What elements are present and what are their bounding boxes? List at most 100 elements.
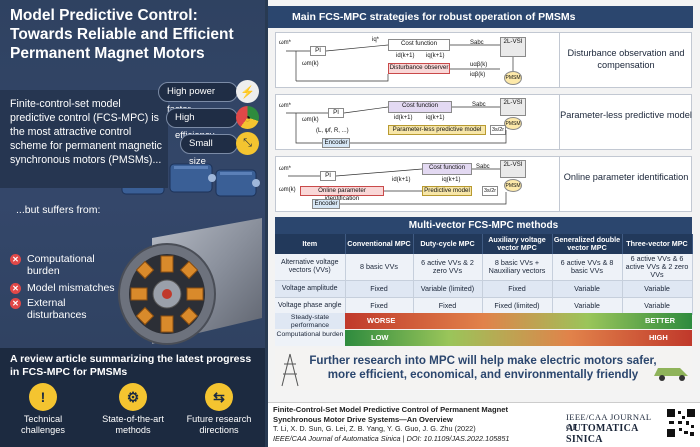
citation-authors: T. Li, X. D. Sun, G. Lei, Z. B. Yang, Y.… xyxy=(273,424,476,433)
pmsm-block: PMSM xyxy=(504,71,522,85)
signal-s: Sabc xyxy=(470,40,484,46)
encoder-block: Encoder xyxy=(322,138,350,148)
disturbance-observer-block: Disturbance observer xyxy=(388,63,450,74)
table-cell: Fixed (limited) xyxy=(482,297,553,315)
signal-i1: id(k+1) xyxy=(392,177,411,183)
table-cell: 6 active VVs & 6 active VVs & 2 zero VVs xyxy=(622,254,693,281)
cross-icon: ✕ xyxy=(10,283,21,294)
strategy-label-3: Online parameter identification xyxy=(563,172,689,182)
poster-title: Model Predictive Control: Towards Reliab… xyxy=(10,7,234,62)
table-row: Alternative voltage vectors (VVs) 8 basi… xyxy=(275,254,693,281)
signal-i1: id(k+1) xyxy=(394,115,413,121)
strategy-label-2: Parameter-less predictive model xyxy=(560,110,692,120)
burden-label: Computational burden xyxy=(275,330,345,346)
review-item-challenges: !Technical challenges xyxy=(4,383,82,436)
signal-iq: iq* xyxy=(372,37,380,43)
signal-fb: ωm(k) xyxy=(302,117,319,123)
benefit-power-factor: High power factor xyxy=(158,82,238,115)
strategy-row-1: Cost function Disturbance observer PI 2L… xyxy=(275,32,692,88)
table-cell: Alternative voltage vectors (VVs) xyxy=(275,254,346,281)
pi-block: PI xyxy=(320,171,336,181)
cost-function-block: Cost function xyxy=(388,39,450,51)
efficiency-gauge-icon: ◔ xyxy=(236,106,259,129)
pmsm-block: PMSM xyxy=(504,117,522,130)
future-banner xyxy=(275,348,692,390)
perf-label: Steady-state performance xyxy=(275,313,345,329)
table-cell: Variable xyxy=(622,297,693,315)
signal-i2: iq(k+1) xyxy=(426,53,445,59)
cross-icon: ✕ xyxy=(10,254,21,265)
review-item-methods: ⚙State-of-the-art methods xyxy=(94,383,172,436)
signal-i2: iq(k+1) xyxy=(442,177,461,183)
table-row: Voltage amplitude Fixed Variable (limite… xyxy=(275,280,693,298)
inverter-block: 2L-VSI xyxy=(500,160,526,178)
table-cell: Variable (limited) xyxy=(413,280,483,298)
perf-better-label: BETTER xyxy=(645,316,675,325)
table-cell: 8 basic VVs + Nauxiliary vectors xyxy=(482,254,553,281)
multi-vector-table: Item Conventional MPC Duty-cycle MPC Aux… xyxy=(275,234,693,315)
table-cell: Variable xyxy=(622,280,693,298)
cost-function-block: Cost function xyxy=(388,101,452,113)
table-cell: Voltage phase angle xyxy=(275,297,346,315)
citation-bar xyxy=(268,402,700,447)
intro-box: Finite-control-set model predictive cont… xyxy=(0,90,168,188)
signal-ref: ωm* xyxy=(279,166,292,172)
benefit-small-size: Small size xyxy=(180,134,238,167)
predictive-model-block: Predictive model xyxy=(422,186,472,196)
table-cell: 8 basic VVs xyxy=(345,254,414,281)
motor-cutaway-illustration xyxy=(118,218,262,345)
row-divider xyxy=(559,33,560,87)
strategy-row-3: Cost function Predictive model Online pa… xyxy=(275,156,692,212)
strategy-row-2: Cost function Parameter-less predictive … xyxy=(275,94,692,150)
online-identification-block: Online parameter identification xyxy=(300,186,384,202)
signal-fb: ωm(k) xyxy=(302,61,319,67)
electric-car-icon xyxy=(654,368,688,381)
signal-i1: id(k+1) xyxy=(396,53,415,59)
burden-low-label: LOW xyxy=(371,333,389,342)
strategies-heading: Main FCS-MPC strategies for robust opera… xyxy=(268,6,693,28)
table-cell: Fixed xyxy=(413,297,483,315)
column-header: Three-vector MPC xyxy=(622,234,693,254)
table-cell: Voltage amplitude xyxy=(275,280,346,298)
cross-icon: ✕ xyxy=(10,298,21,309)
issue-computational-burden: ✕Computational burden xyxy=(10,253,130,277)
signal-u: uαβ(k) xyxy=(470,62,488,68)
intro-text: Finite-control-set model predictive cont… xyxy=(10,98,162,166)
column-header: Duty-cycle MPC xyxy=(413,234,483,254)
pi-block: PI xyxy=(310,46,326,56)
signal-i3: iαβ(k) xyxy=(470,72,486,78)
table-cell: Variable xyxy=(552,280,623,298)
qr-code-icon[interactable] xyxy=(666,408,696,438)
multi-vector-heading: Multi-vector FCS-MPC methods xyxy=(275,217,692,234)
signal-s: Sabc xyxy=(472,102,486,108)
table-header-row: Item Conventional MPC Duty-cycle MPC Aux… xyxy=(275,234,693,254)
transform-block: 3s/2r xyxy=(482,186,498,196)
pi-block: PI xyxy=(328,108,344,118)
signal-s: Sabc xyxy=(476,164,490,170)
signal-ref: ωm* xyxy=(279,40,292,46)
table-cell: Fixed xyxy=(345,280,414,298)
inverter-block: 2L-VSI xyxy=(500,37,526,57)
transform-block: 3s/2r xyxy=(490,125,506,135)
issue-external-disturbances: ✕External disturbances xyxy=(10,297,110,321)
table-cell: 6 active VVs & 8 basic VVs xyxy=(552,254,623,281)
power-tower-icon xyxy=(281,353,299,387)
inverter-block: 2L-VSI xyxy=(500,98,526,116)
journal-brand-line1: IEEE/CAA JOURNAL OF xyxy=(566,412,652,432)
cost-function-block: Cost function xyxy=(422,163,472,175)
column-header: Auxiliary voltage vector MPC xyxy=(482,234,553,254)
citation-journal: IEEE/CAA Journal of Automatica Sinica | … xyxy=(273,434,510,443)
small-size-icon: ⤡ xyxy=(236,132,259,155)
performance-gradient-bar: WORSE BETTER xyxy=(345,313,692,329)
citation-title: Finite-Control-Set Model Predictive Cont… xyxy=(273,405,508,424)
table-cell: Variable xyxy=(552,297,623,315)
column-header: Item xyxy=(275,234,346,254)
encoder-block: Encoder xyxy=(312,199,340,209)
column-header: Generalized double vector MPC xyxy=(552,234,623,254)
signal-i2: iq(k+1) xyxy=(426,115,445,121)
review-item-directions: ⇆Future research directions xyxy=(180,383,258,436)
row-divider xyxy=(559,95,560,149)
signal-params: (L, ψf, R, ...) xyxy=(316,128,349,134)
table-cell: 6 active VVs & 2 zero VVs xyxy=(413,254,483,281)
directions-icon: ⇆ xyxy=(205,383,233,411)
